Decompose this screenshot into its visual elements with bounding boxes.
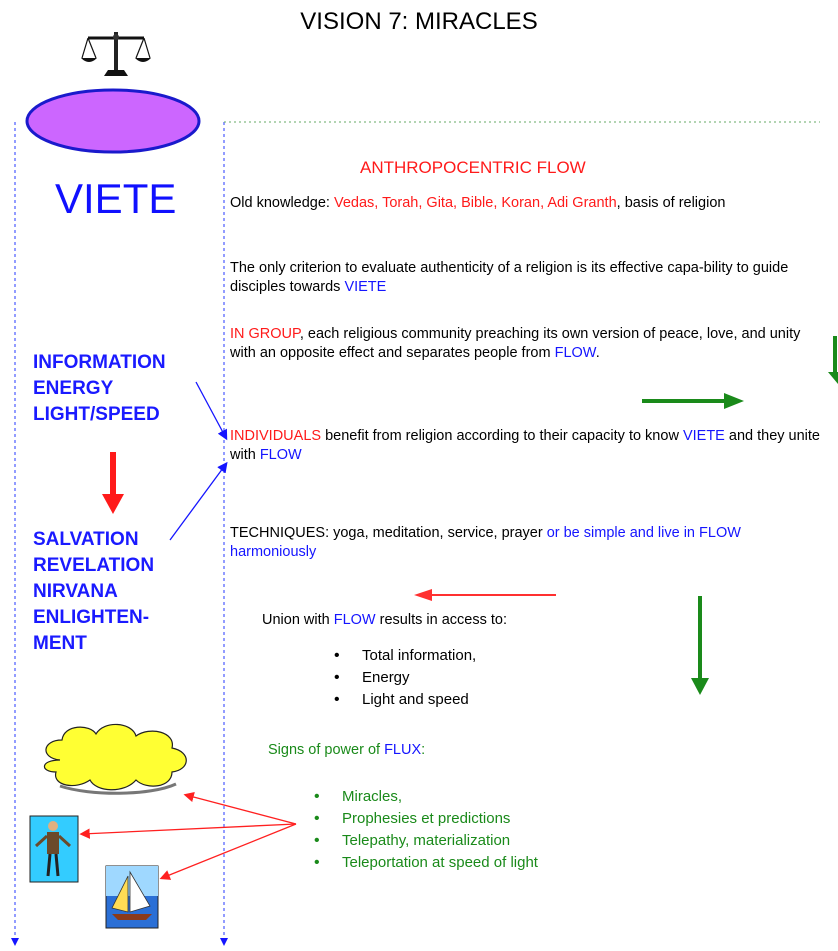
viete-inline: VIETE: [682, 428, 725, 444]
para-in-group: IN GROUP, each religious community preac…: [230, 325, 830, 363]
text: :: [421, 742, 426, 758]
text: Union with: [262, 612, 334, 628]
individuals-label: INDIVIDUALS: [230, 428, 322, 444]
flux-inline: FLUX: [384, 742, 422, 758]
flow-inline: FLOW: [259, 447, 302, 463]
text: benefit from religion according to their…: [321, 428, 683, 444]
flow-inline: FLOW: [554, 345, 596, 361]
page-title: VISION 7: MIRACLES: [300, 8, 538, 35]
text: TECHNIQUES: yoga, meditation, service, p…: [230, 525, 543, 541]
union-line: Union with FLOW results in access to:: [262, 611, 662, 630]
para-individuals: INDIVIDUALS benefit from religion accord…: [230, 427, 830, 465]
balance-scale-icon: [81, 32, 151, 76]
stack-item: NIRVANA: [33, 581, 118, 602]
blue-arrow-up: [169, 461, 228, 541]
text: .: [595, 345, 600, 361]
red-connectors: [79, 791, 297, 880]
signs-line: Signs of power of FLUX:: [268, 741, 668, 760]
signs-list: Miracles, Prophesies et predictions Tele…: [312, 786, 632, 874]
cloud-icon: [43, 723, 187, 795]
para-old-knowledge: Old knowledge: Vedas, Torah, Gita, Bible…: [230, 194, 820, 213]
flow-inline: FLOW: [333, 612, 376, 628]
stack-item: MENT: [33, 633, 87, 654]
text: Signs of power of: [268, 742, 385, 758]
info-energy-stack: INFORMATION ENERGY LIGHT/SPEED: [33, 350, 166, 428]
red-left-arrow: [414, 589, 556, 601]
ellipse-icon: [25, 88, 201, 154]
stack-item: LIGHT/SPEED: [33, 404, 160, 425]
list-item: Telepathy, materialization: [312, 830, 632, 852]
green-down-arrow-edge: [828, 336, 838, 384]
left-dotted-axis: [11, 122, 19, 946]
red-down-arrow: [102, 452, 124, 514]
list-item: Light and speed: [332, 689, 632, 711]
viete-label: VIETE: [55, 175, 177, 222]
man-figure-icon: [29, 815, 79, 883]
union-list: Total information, Energy Light and spee…: [332, 645, 632, 711]
stack-item: SALVATION: [33, 529, 139, 550]
stack-item: ENERGY: [33, 378, 114, 399]
stack-item: ENLIGHTEN-: [33, 607, 150, 628]
list-item: Total information,: [332, 645, 632, 667]
text: and they unite with: [230, 428, 820, 463]
text: results in access to:: [375, 612, 507, 628]
salvation-stack: SALVATION REVELATION NIRVANA ENLIGHTEN- …: [33, 527, 154, 657]
list-item: Miracles,: [312, 786, 632, 808]
text: , basis of religion: [616, 195, 726, 211]
texts-list: Vedas, Torah, Gita, Bible, Koran, Adi Gr…: [333, 195, 617, 211]
text: , each religious community preaching its…: [230, 326, 801, 361]
para-techniques: TECHNIQUES: yoga, meditation, service, p…: [230, 524, 830, 562]
right-dotted-axis: [220, 122, 228, 946]
viete-inline: VIETE: [344, 279, 387, 295]
green-right-arrow: [642, 393, 744, 409]
text: Old knowledge:: [230, 195, 334, 211]
green-down-arrow: [691, 596, 709, 695]
blue-arrow-down: [195, 381, 228, 441]
list-item: Teleportation at speed of light: [312, 852, 632, 874]
list-item: Energy: [332, 667, 632, 689]
para-criterion: The only criterion to evaluate authentic…: [230, 259, 838, 297]
text: The only criterion to evaluate authentic…: [230, 260, 789, 295]
list-item: Prophesies et predictions: [312, 808, 632, 830]
sailboat-icon: [105, 865, 159, 929]
stack-item: REVELATION: [33, 555, 155, 576]
in-group-label: IN GROUP: [230, 326, 300, 342]
stack-item: INFORMATION: [33, 352, 166, 373]
techniques-blue: or be simple and live in FLOW harmonious…: [230, 525, 741, 560]
flow-heading: ANTHROPOCENTRIC FLOW: [360, 158, 586, 177]
